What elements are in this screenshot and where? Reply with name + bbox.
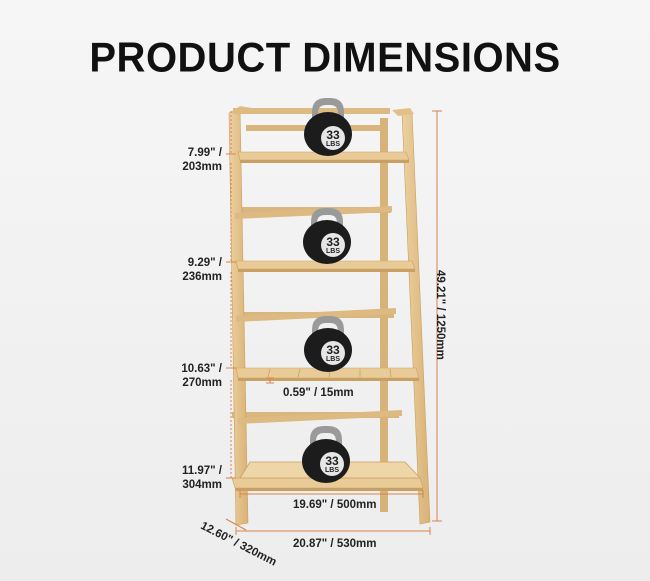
base-width-label: 20.87" / 530mm <box>293 538 377 550</box>
top-cap-right <box>392 108 414 116</box>
kettlebell-2-weight: 33 LBS <box>326 235 340 255</box>
shelf-gap-1-label: 7.99" / 203mm <box>182 147 222 173</box>
shelf-gap-2-label: 9.29" / 236mm <box>182 257 222 283</box>
kettlebell-1 <box>304 98 352 156</box>
thickness-label: 0.59" / 15mm <box>283 387 354 399</box>
back-posts <box>380 118 388 512</box>
kettlebell-4-weight: 33 LBS <box>325 454 339 474</box>
shelf-width-label: 19.69" / 500mm <box>293 499 377 511</box>
shelf-gap-3-label: 10.63" / 270mm <box>181 363 222 389</box>
kettlebell-4 <box>302 426 350 483</box>
kettlebell-3 <box>304 316 352 372</box>
dimension-lines <box>225 110 442 535</box>
right-front-post <box>401 111 431 525</box>
kettlebell-1-weight: 33 LBS <box>326 128 340 148</box>
page-title: PRODUCT DIMENSIONS <box>89 34 561 82</box>
shelf-gap-4-label: 11.97" / 304mm <box>182 465 222 491</box>
kettlebell-2 <box>303 208 351 264</box>
total-height-label: 49.21" / 1250mm <box>434 270 446 360</box>
kettlebell-3-weight: 33 LBS <box>326 343 340 363</box>
side-stretchers <box>233 108 402 424</box>
